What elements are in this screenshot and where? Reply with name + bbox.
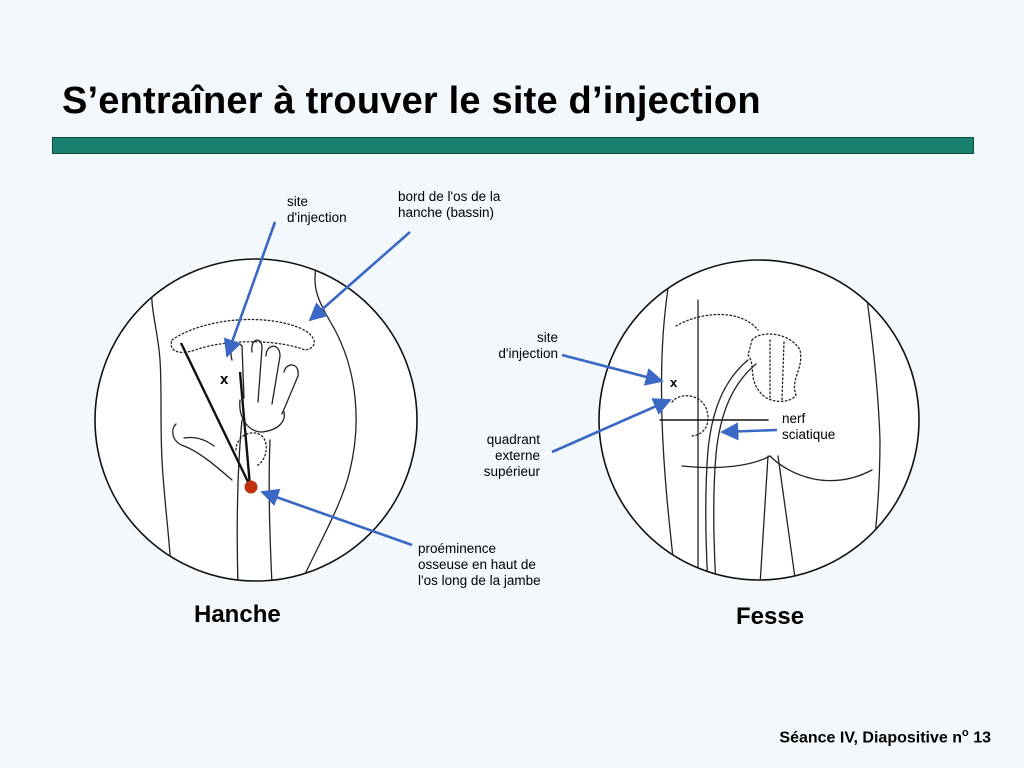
- hip-injection-mark: x: [220, 371, 229, 388]
- label-pelvis-edge: bord de l'os de la hanche (bassin): [398, 189, 500, 221]
- caption-buttock: Fesse: [736, 603, 804, 631]
- buttock-figure: x: [599, 260, 919, 585]
- footer-slide-number: 13: [969, 729, 991, 746]
- label-sciatic-nerve: nerf sciatique: [782, 411, 835, 443]
- bone-prominence-marker: [245, 481, 258, 494]
- label-upper-outer-quadrant: quadrant externe supérieur: [440, 432, 540, 480]
- buttock-injection-mark: x: [670, 375, 678, 390]
- footer-superscript: o: [962, 727, 969, 739]
- caption-hip: Hanche: [194, 601, 281, 629]
- label-buttock-injection-site: site d'injection: [458, 330, 558, 362]
- label-bone-prominence: proéminence osseuse en haut de l'os long…: [418, 541, 541, 589]
- hip-figure: x: [95, 258, 417, 585]
- label-hip-injection-site: site d'injection: [287, 194, 347, 226]
- footer-text: Séance IV, Diapositive n: [779, 729, 962, 746]
- hip-circle: [95, 259, 417, 581]
- slide-footer: Séance IV, Diapositive no 13: [779, 727, 991, 747]
